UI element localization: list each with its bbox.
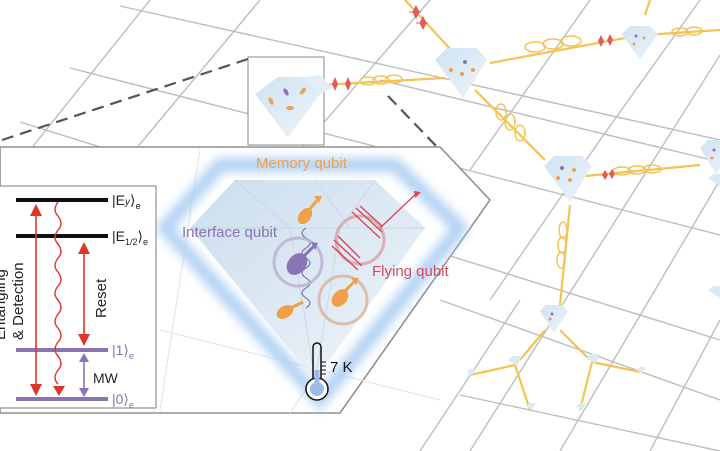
level-label-1: |1⟩e — [112, 342, 134, 361]
mw-label: MW — [93, 370, 118, 386]
zoom-indicator-lines — [1, 57, 441, 151]
big-diamond — [155, 158, 470, 411]
ket-1: |1⟩ — [112, 342, 129, 358]
qubit-graphics — [272, 190, 421, 326]
optical-fibers — [319, 0, 720, 411]
level-label-Ey: |Ey⟩e — [112, 192, 140, 211]
level-label-0: |0⟩e — [112, 391, 134, 410]
diamond-node — [435, 48, 487, 98]
thermometer-icon — [305, 342, 329, 401]
zoom-source-box — [247, 56, 333, 146]
interface-qubit-label: Interface qubit — [182, 224, 278, 241]
entangling-label-line1: Entangling — [0, 269, 9, 340]
entangling-label-line2: & Detection — [10, 262, 27, 340]
level-label-E12: |E1/2⟩e — [112, 228, 148, 247]
ket-0: |0⟩ — [112, 391, 129, 407]
entangling-detection-label: Entangling & Detection — [0, 262, 28, 340]
ket-e-subscript: e — [128, 399, 134, 410]
ket-e-subscript: e — [142, 236, 148, 247]
reset-label: Reset — [93, 279, 111, 318]
ket-subscript: y — [124, 197, 130, 208]
diamond-node — [540, 305, 568, 333]
ket-open: |E — [112, 192, 125, 208]
diamond-node — [700, 140, 720, 174]
ket-open: |E — [112, 228, 125, 244]
temperature-label: 7 K — [330, 359, 353, 376]
ket-e-subscript: e — [128, 350, 134, 361]
flying-qubit-label: Flying qubit — [372, 263, 449, 280]
ket-subscript: 1/2 — [124, 236, 138, 247]
diamond-nodes — [435, 26, 720, 410]
energy-level-diagram — [0, 185, 157, 409]
diamond-node — [622, 26, 658, 60]
tiny-nodes — [466, 174, 720, 410]
diamond-node — [544, 156, 592, 202]
photon-packets — [332, 4, 615, 180]
ket-close: ⟩ — [137, 228, 143, 244]
ket-close: ⟩ — [129, 192, 136, 208]
reset-text: Reset — [93, 278, 110, 318]
memory-qubit-label: Memory qubit — [256, 155, 347, 172]
ket-e-subscript: e — [135, 200, 141, 211]
